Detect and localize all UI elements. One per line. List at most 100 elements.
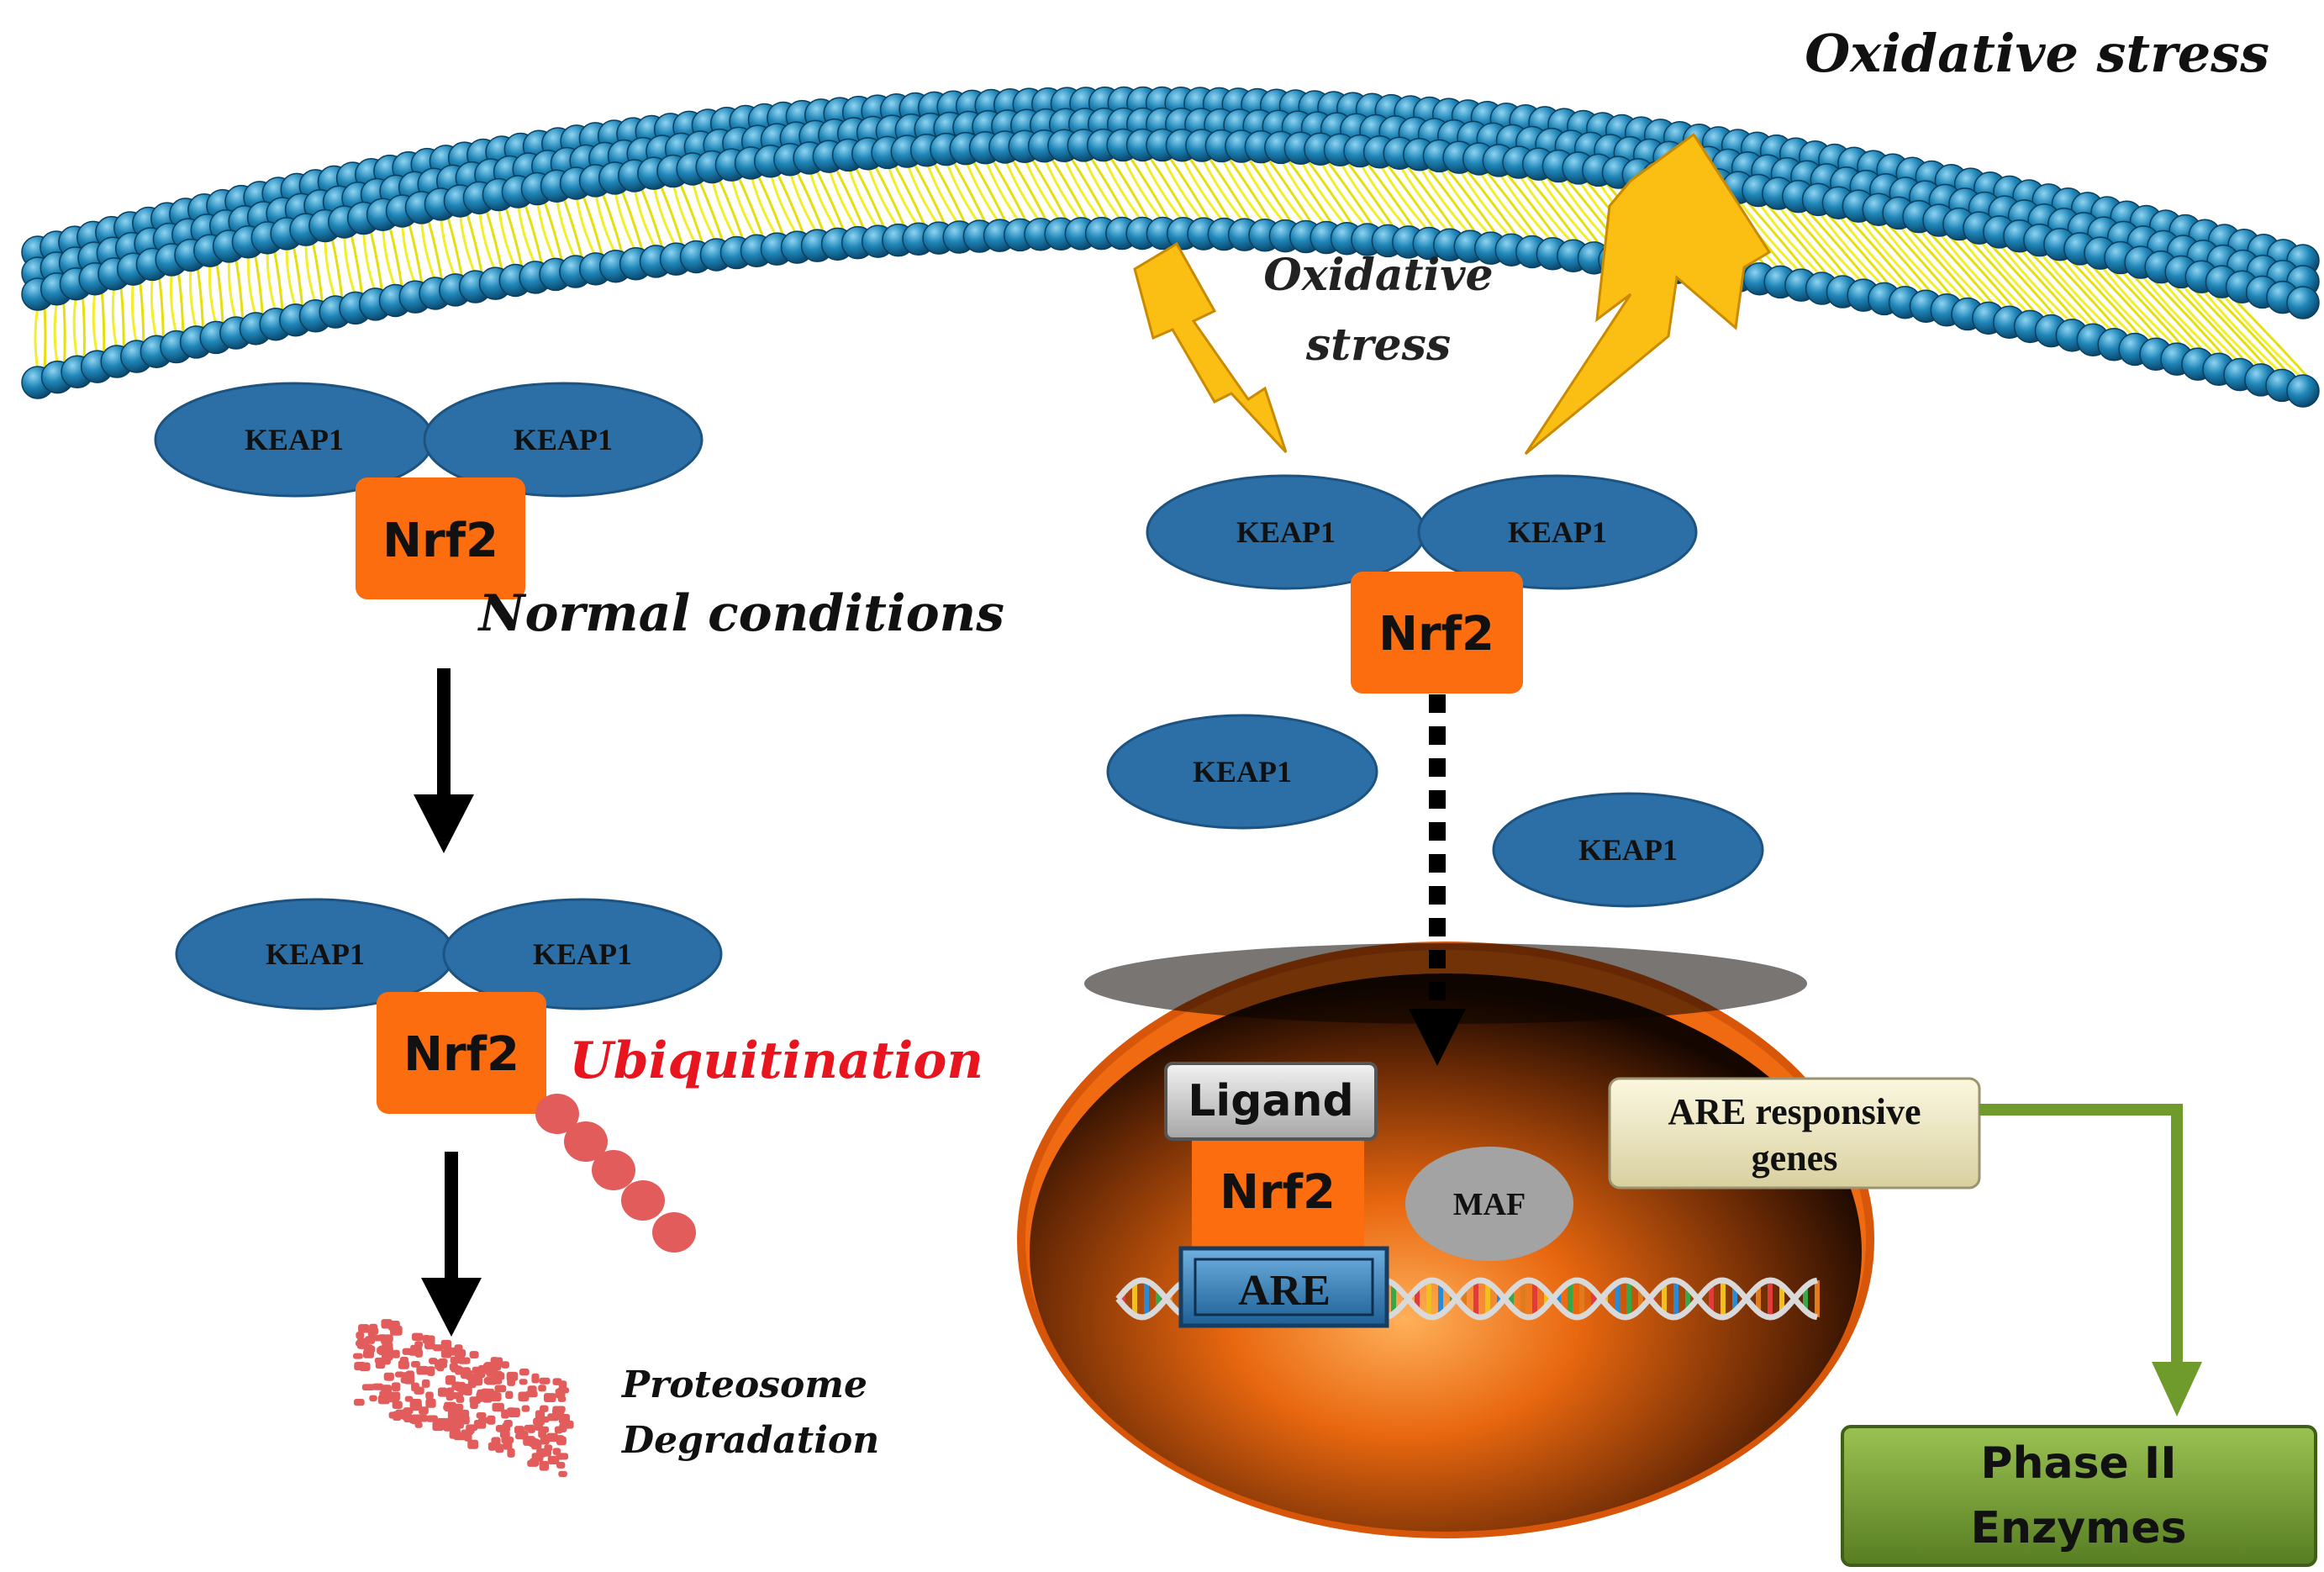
debris-fragment — [452, 1410, 462, 1421]
lipid-tail — [362, 229, 377, 293]
lipid-tail — [235, 257, 245, 322]
keap1-nrf2-complex-ubiquitinated: KEAP1 KEAP1 Nrf2 — [175, 898, 723, 1114]
nrf2-label: Nrf2 — [1378, 607, 1494, 662]
lipid-tail — [776, 172, 805, 236]
lipid-tail — [834, 167, 867, 232]
debris-fragment — [411, 1360, 420, 1368]
debris-fragment — [443, 1404, 455, 1411]
debris-fragment — [453, 1403, 464, 1411]
lipid-tail — [343, 233, 357, 297]
debris-fragment — [471, 1376, 483, 1386]
lipid-tail — [1200, 156, 1246, 224]
lipid-tail — [477, 209, 497, 272]
debris-fragment — [476, 1412, 487, 1419]
lipid-tail — [2018, 246, 2095, 330]
lipid-tail — [847, 166, 880, 230]
lipid-tail — [285, 245, 298, 309]
nucleus-nrf2-label: Nrf2 — [1220, 1165, 1336, 1220]
green-arrow-head — [2152, 1362, 2202, 1416]
lipid-tail — [575, 194, 598, 258]
lipid-tail — [873, 165, 907, 229]
lipid-tail — [2079, 259, 2158, 344]
keap1-oval — [1417, 474, 1698, 590]
lipid-tail — [1023, 157, 1062, 224]
lipid-tail — [1924, 227, 1997, 308]
lipid-tail — [614, 189, 637, 253]
lipid-tail — [1537, 175, 1595, 247]
debris-fragment — [381, 1319, 393, 1329]
lipid-tail — [246, 253, 257, 318]
lipid-tail — [196, 266, 205, 330]
lipid-tail — [652, 184, 677, 248]
debris-fragment — [552, 1448, 561, 1455]
debris-fragment — [402, 1348, 412, 1355]
nrf2-box — [356, 477, 525, 599]
lipid-tail — [401, 222, 417, 286]
debris-fragment — [437, 1387, 448, 1397]
phospholipid-head — [2286, 374, 2320, 408]
are-label: ARE — [1238, 1267, 1331, 1315]
debris-fragment — [381, 1334, 393, 1345]
lipid-tail — [1797, 207, 1865, 285]
debris-fragment — [409, 1416, 420, 1424]
debris-fragment — [388, 1391, 401, 1401]
debris-fragment — [367, 1333, 377, 1343]
keap1-nrf2-complex-normal: KEAP1 KEAP1 Nrf2 — [154, 382, 704, 599]
lipid-tail — [523, 203, 544, 266]
lipid-tail — [1837, 214, 1906, 292]
debris-fragment — [540, 1416, 550, 1423]
lipid-tail — [1844, 214, 1913, 292]
lipid-tail — [555, 197, 577, 261]
lipid-tail — [1260, 157, 1307, 226]
lipid-tail — [369, 229, 384, 293]
debris-fragment — [519, 1368, 530, 1376]
debris-fragment — [469, 1396, 482, 1404]
lipid-tail — [1207, 156, 1252, 224]
lipid-tail — [1817, 210, 1885, 288]
debris-fragment — [507, 1448, 515, 1458]
debris-fragment — [416, 1365, 429, 1375]
debris-fragment — [495, 1443, 504, 1453]
nucleus-nrf2-box — [1192, 1141, 1364, 1250]
lipid-tail — [2065, 255, 2143, 339]
debris-fragment — [505, 1390, 514, 1400]
debris-fragment — [440, 1339, 452, 1349]
lipid-tail — [1062, 156, 1103, 223]
lipid-tail — [292, 245, 304, 309]
debris-fragment — [489, 1376, 503, 1385]
cell-membrane — [21, 86, 2320, 408]
debris-fragment — [410, 1402, 423, 1411]
lipid-tail — [788, 171, 819, 235]
debris-fragment — [426, 1335, 435, 1345]
debris-fragment — [404, 1395, 414, 1402]
debris-fragment — [494, 1385, 507, 1393]
debris-fragment — [414, 1386, 424, 1395]
lipid-tail — [2085, 259, 2164, 344]
lipid-tail — [659, 184, 684, 248]
lipid-tail — [446, 215, 464, 279]
lipid-tail — [1299, 159, 1348, 228]
lipid-tail — [582, 194, 604, 258]
debris-fragment — [358, 1324, 370, 1333]
lipid-tail — [1804, 207, 1872, 285]
debris-fragment — [395, 1409, 406, 1419]
debris-fragment — [493, 1357, 503, 1365]
debris-fragment — [538, 1428, 547, 1438]
lipid-tail — [324, 237, 337, 301]
debris-fragment — [401, 1372, 414, 1379]
ubiquitin-chain — [535, 1094, 696, 1253]
lipid-tail — [1240, 157, 1287, 225]
lipid-tail — [266, 249, 277, 314]
lipid-tail — [1121, 156, 1164, 223]
lipid-tail — [1425, 165, 1478, 235]
lipid-tail — [1858, 217, 1927, 296]
debris-fragment — [486, 1391, 498, 1398]
lipid-tail — [1864, 217, 1934, 296]
oxidative-stress-label-line1: Oxidative — [1263, 250, 1493, 301]
lipid-tail — [1089, 156, 1130, 223]
small-lightning-icon — [1133, 241, 1288, 454]
lipid-tail — [1445, 166, 1499, 237]
lipid-tail — [633, 187, 657, 251]
translocation-arrow-head — [1409, 1009, 1466, 1066]
debris-fragment — [372, 1383, 384, 1390]
